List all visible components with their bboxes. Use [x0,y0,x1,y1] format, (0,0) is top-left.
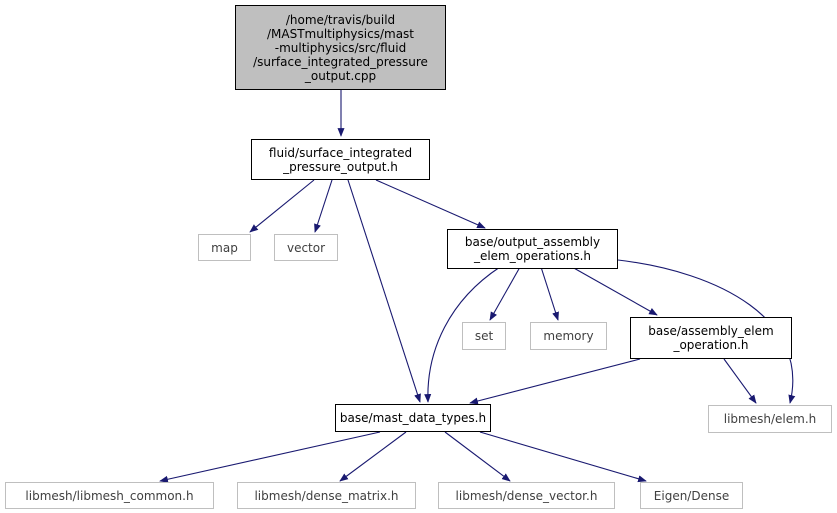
edge-header-to-mast-types [347,179,421,403]
node-label-line: Eigen/Dense [653,488,730,503]
edge-assembly-elem-to-mast-types [469,358,641,405]
node-mast-data-types-h[interactable]: base/mast_data_types.h [335,404,491,432]
node-surface-integrated-pressure-output-h[interactable]: fluid/surface_integrated _pressure_outpu… [251,139,430,180]
node-vector: vector [274,234,338,261]
node-libmesh-elem-h: libmesh/elem.h [708,405,832,433]
node-label-line: base/mast_data_types.h [339,411,487,425]
node-label-line: _pressure_output.h [283,159,398,174]
node-label-line: libmesh/dense_matrix.h [254,488,399,503]
edge-header-to-map [249,179,315,233]
edge-mast-types-to-libmesh-common [159,431,381,483]
node-label-line: vector [286,240,326,255]
edge-mast-types-to-eigen-dense [479,431,647,483]
node-label-line: set [474,329,494,343]
node-label-line: _operation.h [673,338,749,352]
edge-output-ops-to-assembly-elem [571,266,658,316]
node-dense-matrix-h: libmesh/dense_matrix.h [237,482,416,509]
node-label-line: /home/travis/build [285,12,396,27]
node-memory: memory [530,322,607,350]
edge-header-to-vector [314,179,333,233]
node-assembly-elem-operation-h[interactable]: base/assembly_elem _operation.h [630,317,792,359]
node-eigen-dense: Eigen/Dense [640,482,743,509]
node-label-line: base/output_assembly [464,235,601,249]
node-label-line: _output.cpp [304,68,377,83]
node-label-line: libmesh/elem.h [723,412,817,426]
node-map: map [198,234,251,261]
node-dense-vector-h: libmesh/dense_vector.h [438,482,615,509]
edge-mast-types-to-dense-matrix [339,431,407,482]
node-surface-integrated-pressure-output-cpp: /home/travis/build /MASTmultiphysics/mas… [235,5,446,90]
node-libmesh-common-h: libmesh/libmesh_common.h [5,482,214,509]
node-label-line: libmesh/libmesh_common.h [25,488,194,503]
edge-assembly-elem-to-elem [723,358,757,404]
edge-output-ops-to-memory [540,266,559,321]
node-label-line: fluid/surface_integrated [268,145,413,160]
edge-output-ops-to-elem [617,259,796,404]
edge-mast-types-to-dense-vector [444,431,511,482]
edge-header-to-output-ops [375,179,486,229]
edge-output-ops-to-set [489,266,521,321]
edge-output-ops-to-mast-types [424,266,501,403]
node-label-line: -multiphysics/src/fluid [274,40,407,55]
node-set: set [462,322,506,350]
node-label-line: libmesh/dense_vector.h [455,488,598,503]
node-label-line: memory [543,329,594,343]
node-label-line: _elem_operations.h [473,249,592,263]
node-label-line: map [211,240,238,255]
node-label-line: /MASTmultiphysics/mast [266,26,415,41]
node-label-line: base/assembly_elem [648,324,774,338]
node-output-assembly-elem-operations-h[interactable]: base/output_assembly _elem_operations.h [447,229,618,269]
node-label-line: /surface_integrated_pressure [253,54,428,69]
